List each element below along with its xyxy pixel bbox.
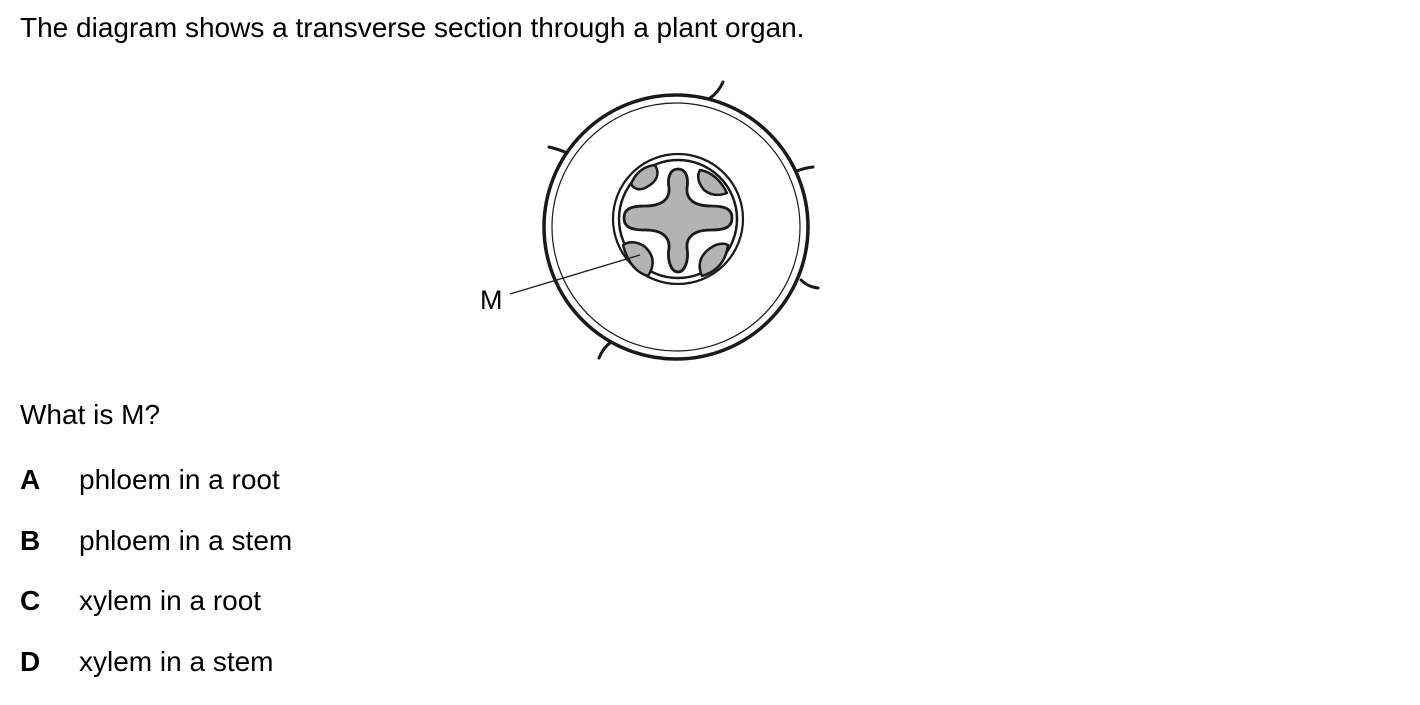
- option-a[interactable]: A phloem in a root: [20, 463, 620, 524]
- root-hair-top-right: [710, 82, 723, 98]
- root-hair-top-left: [549, 147, 567, 153]
- option-b[interactable]: B phloem in a stem: [20, 524, 620, 585]
- answer-options: A phloem in a root B phloem in a stem C …: [20, 463, 620, 705]
- option-text: xylem in a stem: [79, 645, 274, 679]
- plant-section-diagram: M: [470, 75, 830, 370]
- option-text: xylem in a root: [79, 584, 261, 618]
- label-m: M: [480, 285, 503, 315]
- question-prompt: What is M?: [20, 398, 160, 432]
- option-letter: D: [20, 645, 40, 679]
- option-letter: A: [20, 463, 40, 497]
- option-text: phloem in a root: [79, 463, 280, 497]
- option-d[interactable]: D xylem in a stem: [20, 645, 620, 705]
- option-letter: B: [20, 524, 40, 558]
- root-hair-right-lower: [801, 280, 818, 288]
- option-text: phloem in a stem: [79, 524, 292, 558]
- root-hair-bottom-left: [599, 342, 611, 358]
- diagram-svg: M: [470, 75, 830, 370]
- option-letter: C: [20, 584, 40, 618]
- question-intro: The diagram shows a transverse section t…: [20, 11, 804, 45]
- root-hair-right-upper: [797, 167, 813, 171]
- option-c[interactable]: C xylem in a root: [20, 584, 620, 645]
